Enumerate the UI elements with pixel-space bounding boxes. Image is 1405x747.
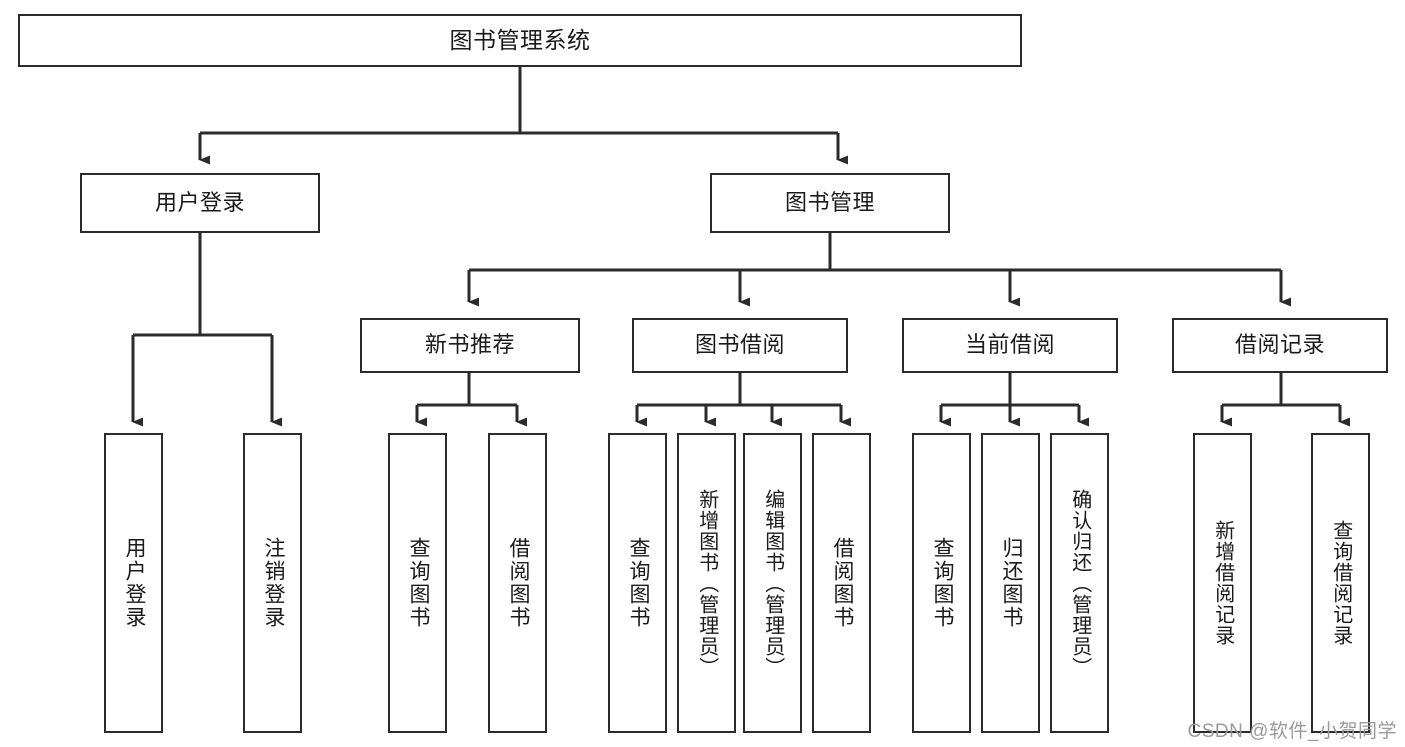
node-leaf-user-login-label: 用户登录: [122, 537, 146, 629]
node-leaf-query-book-3[interactable]: 查询图书: [912, 433, 971, 733]
node-leaf-logout-login[interactable]: 注销登录: [243, 433, 302, 733]
node-book-borrow-label: 图书借阅: [694, 332, 785, 358]
node-root[interactable]: 图书管理系统: [18, 14, 1022, 67]
node-leaf-add-book-admin-label: 新增图书（管理员）: [695, 488, 718, 678]
node-leaf-confirm-return-admin-label: 确认归还（管理员）: [1068, 488, 1091, 678]
node-user-login-label: 用户登录: [154, 189, 245, 215]
node-leaf-query-book-2-label: 查询图书: [626, 537, 650, 629]
node-leaf-return-book[interactable]: 归还图书: [981, 433, 1040, 733]
node-leaf-borrow-book-1-label: 借阅图书: [506, 537, 530, 629]
node-book-manage[interactable]: 图书管理: [710, 173, 950, 233]
node-leaf-query-book-1[interactable]: 查询图书: [388, 433, 447, 733]
node-leaf-borrow-book-1[interactable]: 借阅图书: [488, 433, 547, 733]
node-borrow-record[interactable]: 借阅记录: [1172, 318, 1388, 373]
node-leaf-query-borrow-record[interactable]: 查询借阅记录: [1311, 433, 1370, 733]
node-leaf-query-borrow-record-label: 查询借阅记录: [1329, 520, 1352, 646]
node-new-book-recommend-label: 新书推荐: [424, 332, 515, 358]
node-borrow-record-label: 借阅记录: [1234, 332, 1325, 358]
node-leaf-add-borrow-record[interactable]: 新增借阅记录: [1193, 433, 1252, 733]
node-leaf-query-book-1-label: 查询图书: [406, 537, 430, 629]
node-leaf-add-borrow-record-label: 新增借阅记录: [1211, 520, 1234, 646]
node-leaf-return-book-label: 归还图书: [999, 537, 1023, 629]
node-leaf-user-login[interactable]: 用户登录: [104, 433, 163, 733]
watermark: CSDN @软件_小贺同学: [1187, 721, 1397, 742]
node-leaf-borrow-book-2-label: 借阅图书: [830, 537, 854, 629]
node-new-book-recommend[interactable]: 新书推荐: [360, 318, 580, 373]
node-current-borrow-label: 当前借阅: [964, 332, 1055, 358]
node-leaf-add-book-admin[interactable]: 新增图书（管理员）: [677, 433, 736, 733]
node-user-login[interactable]: 用户登录: [80, 173, 320, 233]
node-leaf-confirm-return-admin[interactable]: 确认归还（管理员）: [1050, 433, 1109, 733]
node-leaf-borrow-book-2[interactable]: 借阅图书: [812, 433, 871, 733]
node-leaf-edit-book-admin[interactable]: 编辑图书（管理员）: [743, 433, 802, 733]
node-book-borrow[interactable]: 图书借阅: [632, 318, 848, 373]
node-leaf-edit-book-admin-label: 编辑图书（管理员）: [761, 488, 784, 678]
node-book-manage-label: 图书管理: [784, 189, 875, 215]
node-root-label: 图书管理系统: [449, 26, 591, 53]
node-current-borrow[interactable]: 当前借阅: [902, 318, 1118, 373]
node-leaf-query-book-3-label: 查询图书: [930, 537, 954, 629]
node-leaf-query-book-2[interactable]: 查询图书: [608, 433, 667, 733]
node-leaf-logout-login-label: 注销登录: [261, 537, 285, 629]
